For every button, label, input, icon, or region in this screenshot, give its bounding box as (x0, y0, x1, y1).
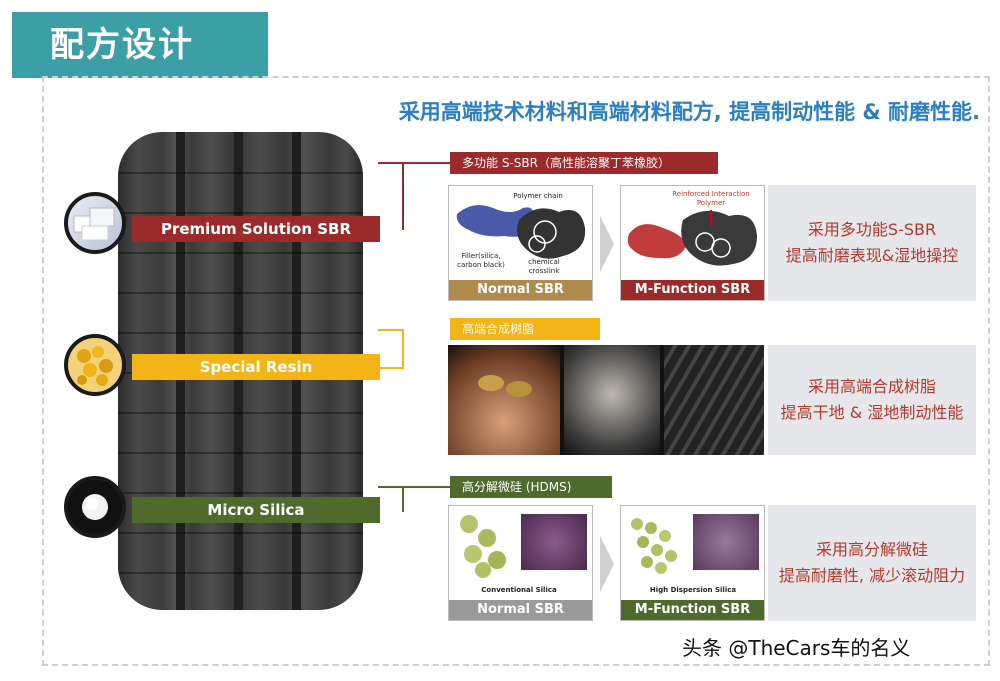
tread-photo (664, 345, 764, 455)
arrow-right-icon (600, 216, 614, 272)
benefit-box-silica: 采用高分解微硅 提高耐磨性, 减少滚动阻力 (768, 505, 976, 621)
arrow-right-icon (600, 536, 614, 592)
component-label-sbr: Premium Solution SBR (132, 216, 380, 242)
polymer-chain-label: Polymer chain (513, 192, 563, 200)
sbr-material-icon (64, 192, 126, 254)
mfunction-silica-panel: High Dispersion Silica M-Function SBR (620, 505, 765, 621)
micrograph-image (693, 514, 759, 570)
page-title: 配方设计 (12, 12, 268, 78)
content-frame (42, 76, 990, 666)
reinforced-label: Reinforced Interaction Polymer (672, 190, 750, 207)
silica-material-icon (64, 476, 126, 538)
resin-photo-strip (448, 345, 764, 455)
high-dispersion-label: High Dispersion Silica (649, 586, 737, 594)
crosslink-label: chemical crosslink (528, 258, 560, 275)
benefit-line: 提高耐磨性, 减少滚动阻力 (778, 566, 966, 585)
normal-sbr-panel: Polymer chain Filler(silica, carbon blac… (448, 185, 593, 301)
subtitle: 采用高端技术材料和高端材料配方, 提高制动性能 & 耐磨性能. (398, 100, 980, 124)
component-label-silica: Micro Silica (132, 497, 380, 523)
benefit-line: 提高干地 & 湿地制动性能 (780, 403, 964, 422)
benefit-line: 采用高分解微硅 (815, 540, 928, 559)
resin-material-icon (64, 334, 126, 396)
component-label-resin: Special Resin (132, 354, 380, 380)
mfunction-sbr-label: M-Function SBR (621, 280, 764, 300)
gecko-photo (564, 345, 660, 455)
normal-silica-label: Normal SBR (449, 600, 592, 620)
mfunction-silica-label: M-Function SBR (621, 600, 764, 620)
normal-sbr-label: Normal SBR (449, 280, 592, 300)
micrograph-image (521, 514, 587, 570)
mfunction-sbr-panel: Reinforced Interaction Polymer M-Functio… (620, 185, 765, 301)
component-tag-silica: 高分解微硅 (HDMS) (450, 476, 612, 498)
connector-line (378, 486, 404, 512)
connector-line (378, 162, 404, 230)
watermark: 头条 @TheCars车的名义 (682, 636, 911, 660)
normal-silica-panel: Conventional Silica Normal SBR (448, 505, 593, 621)
filler-label: Filler(silica, carbon black) (457, 252, 505, 269)
connector-line (402, 162, 452, 164)
component-tag-sbr: 多功能 S-SBR（高性能溶聚丁苯橡胶） (450, 152, 718, 174)
connector-line (402, 486, 452, 488)
benefit-line: 提高耐磨表现&湿地操控 (785, 246, 959, 265)
conventional-label: Conventional Silica (481, 586, 557, 594)
component-tag-resin: 高端合成树脂 (450, 318, 600, 340)
fingertip-photo (448, 345, 560, 455)
connector-line (378, 329, 404, 369)
benefit-line: 采用高端合成树脂 (807, 377, 936, 396)
benefit-line: 采用多功能S-SBR (807, 220, 937, 239)
benefit-box-resin: 采用高端合成树脂 提高干地 & 湿地制动性能 (768, 345, 976, 455)
benefit-box-sbr: 采用多功能S-SBR 提高耐磨表现&湿地操控 (768, 185, 976, 301)
